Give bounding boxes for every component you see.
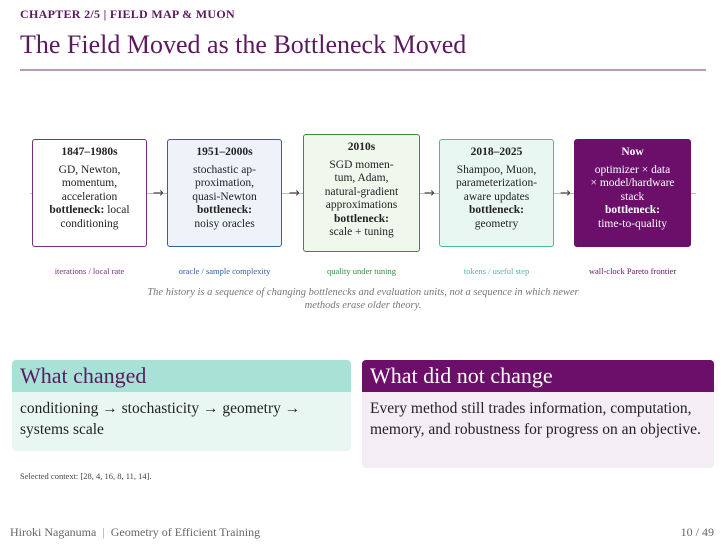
- slide-title: The Field Moved as the Bottleneck Moved: [20, 30, 467, 59]
- slide-footer: Hiroki Naganuma | Geometry of Efficient Tr…: [10, 525, 714, 540]
- stage-era: 1951–2000s: [196, 146, 253, 158]
- stage-metric: oracle / sample complexity: [178, 266, 271, 276]
- stage-line: parameterization-: [455, 177, 538, 189]
- bottleneck-label: bottleneck:: [605, 204, 660, 216]
- stage-line: approximations: [325, 199, 398, 211]
- stage-metric: wall-clock Pareto frontier: [588, 266, 677, 276]
- stage-line: acceleration: [61, 190, 118, 203]
- footer-talk-title: Geometry of Efficient Training: [110, 525, 261, 539]
- stage-era: Now: [621, 146, 644, 158]
- stage-era: 2010s: [347, 141, 376, 153]
- stage-line: tum, Adam,: [334, 172, 389, 184]
- what-did-not-change-body: Every method still trades information, c…: [370, 400, 701, 438]
- footer-separator: |: [102, 525, 105, 539]
- bottleneck-label: bottleneck:: [197, 204, 252, 216]
- stage-line: SGD momen-: [329, 158, 394, 171]
- bottleneck-value: scale + tuning: [329, 226, 394, 238]
- stage-line: proximation,: [194, 177, 255, 189]
- timeline-stage-2018: 2018–2025 Shampoo, Muon, parameterizatio…: [439, 139, 554, 247]
- what-did-not-change-panel: What did not change Every method still t…: [362, 360, 714, 468]
- stage-metric: quality under tuning: [327, 266, 396, 276]
- stage-era: 2018–2025: [470, 146, 523, 158]
- stage-line: aware updates: [463, 190, 530, 203]
- what-changed-panel: What changed conditioning → stochasticit…: [12, 360, 351, 451]
- stage-line: stack: [620, 190, 645, 203]
- arrow-right-icon: →: [289, 186, 300, 201]
- timeline-stage-2010s: 2010s SGD momen- tum, Adam, natural-grad…: [303, 134, 420, 252]
- stage-line: quasi-Newton: [192, 190, 257, 203]
- stage-line: Shampoo, Muon,: [456, 163, 537, 176]
- title-rule: [20, 69, 706, 71]
- timeline-stage-1951: 1951–2000s stochastic ap- proximation, q…: [167, 139, 282, 247]
- stage-bottleneck: bottleneck: local conditioning: [37, 204, 142, 231]
- selected-context: Selected context: [28, 4, 16, 8, 11, 14]…: [20, 471, 152, 481]
- bottleneck-label: bottleneck:: [49, 204, 105, 216]
- chapter-label: CHAPTER 2/5 | FIELD MAP & MUON: [20, 7, 235, 21]
- timeline-stage-now: Now optimizer × data × model/hardware st…: [574, 139, 691, 247]
- stage-line: momentum,: [61, 177, 118, 189]
- timeline-stage-1847: 1847–1980s GD, Newton, momentum, acceler…: [32, 139, 147, 247]
- what-changed-body: conditioning → stochasticity → geometry …: [20, 400, 301, 438]
- stage-line: GD, Newton,: [58, 163, 121, 176]
- bottleneck-value: geometry: [474, 217, 519, 230]
- bottleneck-value: local conditioning: [60, 204, 130, 230]
- stage-metric: iterations / local rate: [54, 266, 125, 276]
- footer-author: Hiroki Naganuma: [10, 525, 97, 539]
- stage-line: optimizer × data: [594, 163, 671, 176]
- stage-era: 1847–1980s: [61, 146, 118, 158]
- stage-line: × model/hardware: [590, 177, 675, 189]
- arrow-right-icon: →: [424, 186, 435, 201]
- bottleneck-label: bottleneck:: [469, 204, 524, 216]
- what-did-not-change-heading: What did not change: [362, 360, 714, 392]
- arrow-right-icon: →: [560, 186, 571, 201]
- stage-line: stochastic ap-: [193, 163, 256, 176]
- stage-metric: tokens / useful step: [463, 266, 530, 276]
- bottleneck-label: bottleneck:: [334, 212, 389, 225]
- timeline-caption: The history is a sequence of changing bo…: [147, 287, 579, 311]
- stage-line: natural-gradient: [324, 185, 399, 198]
- bottleneck-value: noisy oracles: [194, 217, 255, 230]
- page-number: 10 / 49: [680, 525, 714, 539]
- bottleneck-value: time-to-quality: [598, 217, 667, 230]
- arrow-right-icon: →: [153, 186, 164, 201]
- what-changed-heading: What changed: [12, 360, 351, 392]
